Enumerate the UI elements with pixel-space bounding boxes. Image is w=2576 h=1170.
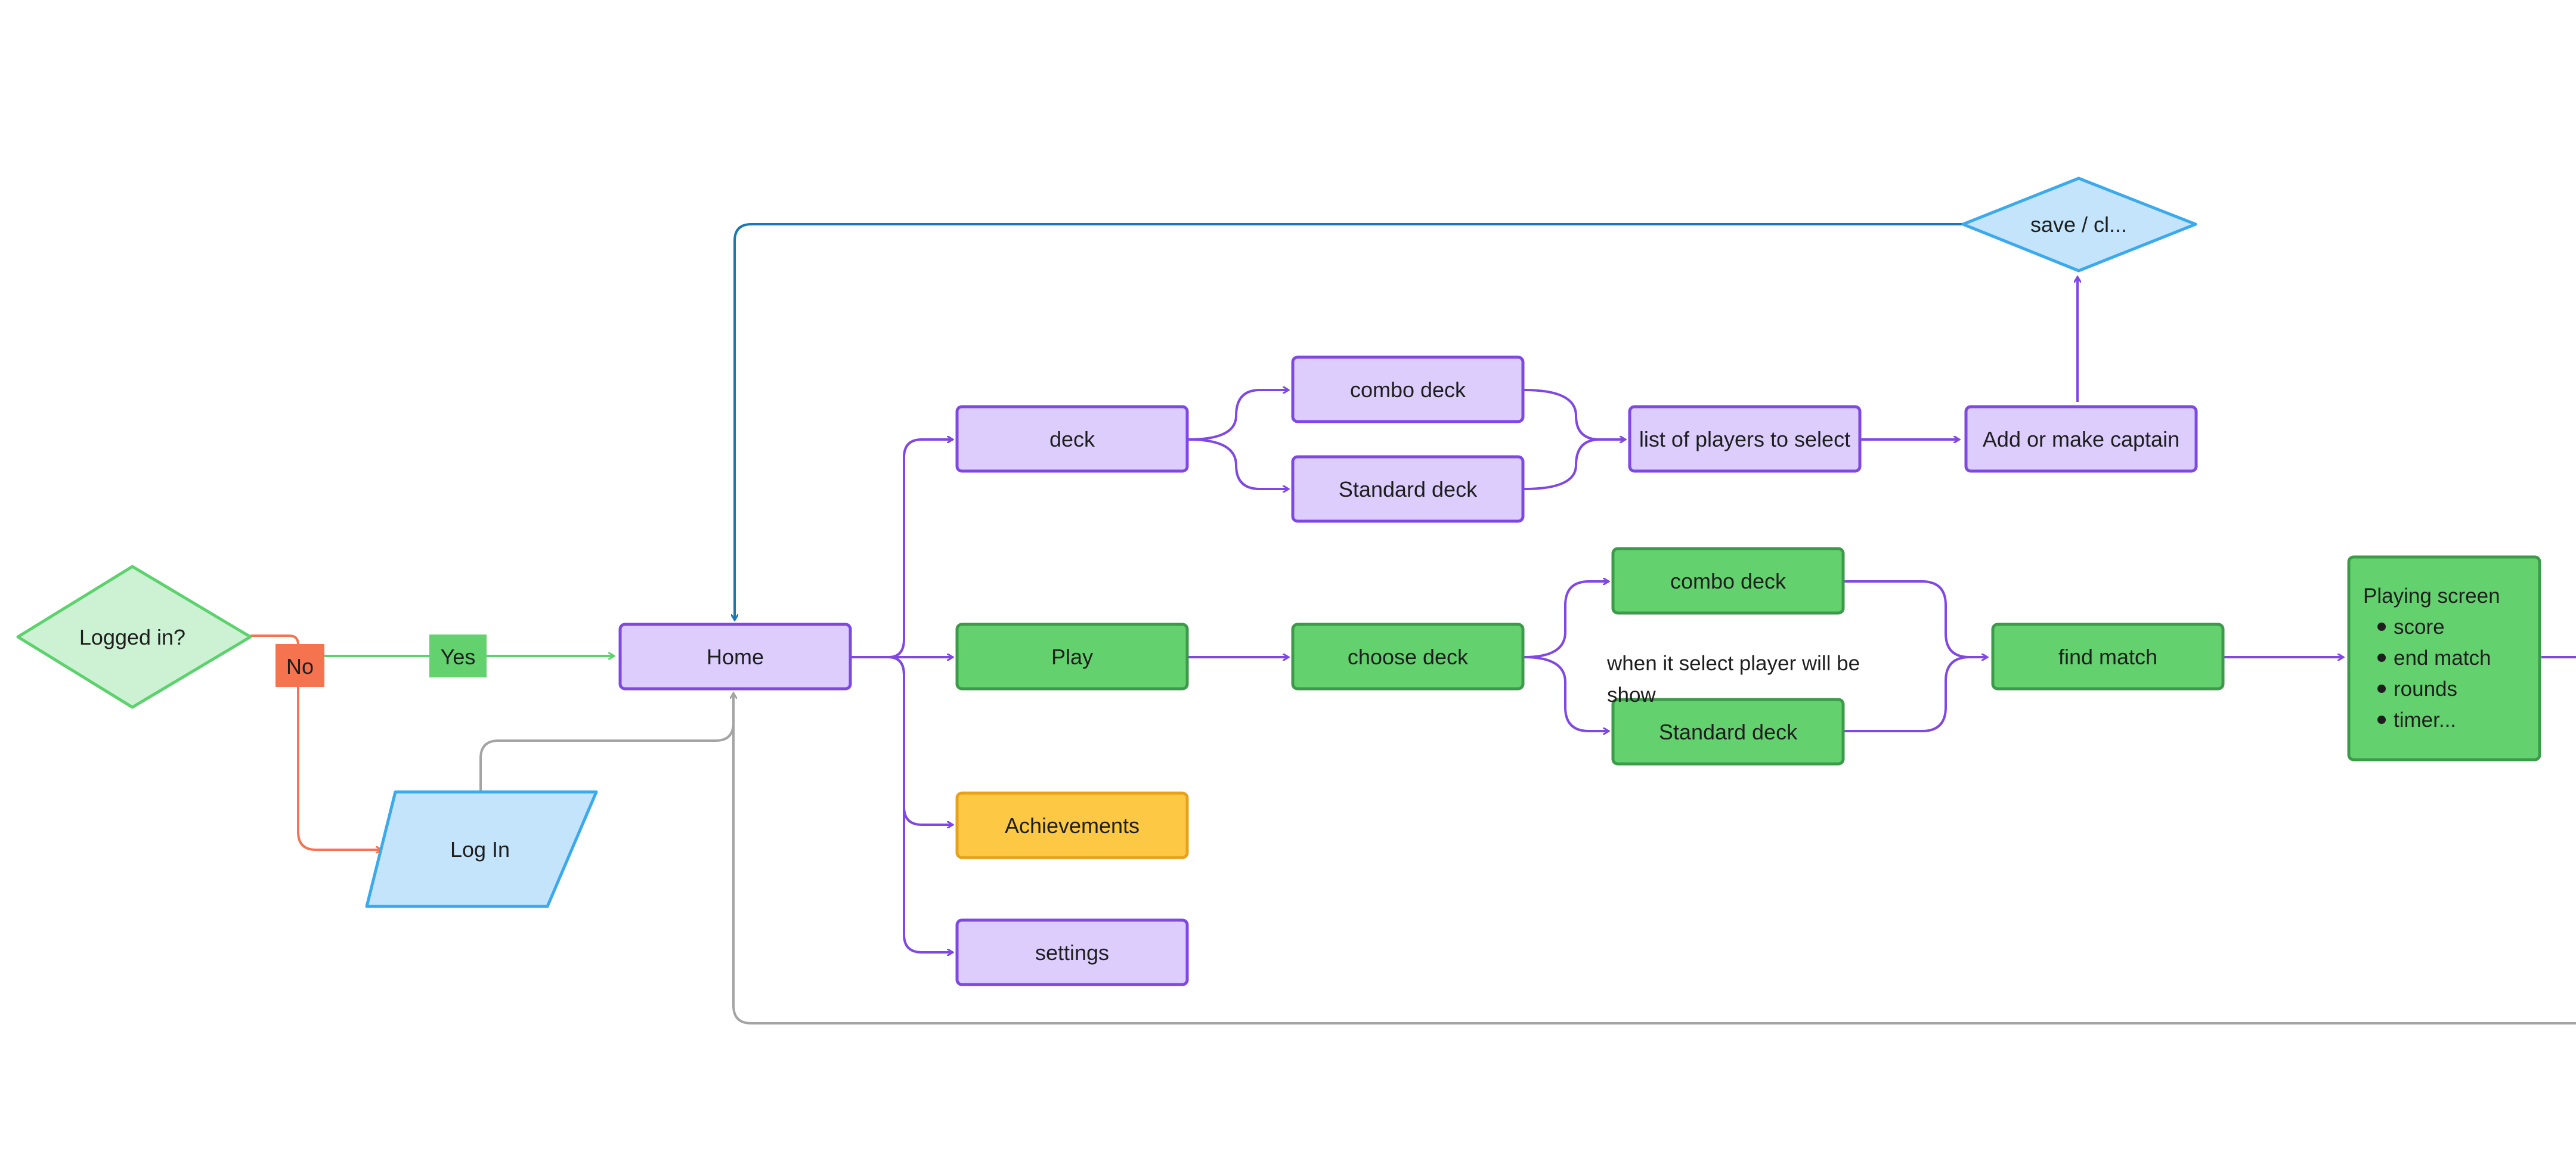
node-find-match-label: find match bbox=[2058, 645, 2157, 669]
bullet bbox=[2377, 685, 2386, 693]
node-combo-deck-bottom-label: combo deck bbox=[1670, 569, 1787, 593]
edge-standard-findmatch bbox=[1844, 656, 1970, 732]
bullet bbox=[2377, 654, 2386, 662]
node-deck[interactable]: deck bbox=[955, 405, 1189, 473]
decision-logged-in-label: Logged in? bbox=[79, 625, 185, 649]
edge-home-deck bbox=[888, 439, 953, 658]
note-line-2: show bbox=[1607, 683, 1656, 707]
edge-home-settings bbox=[888, 656, 953, 952]
edge-label-yes-text: Yes bbox=[441, 645, 476, 669]
node-choose-deck-label: choose deck bbox=[1348, 645, 1469, 669]
node-achievements-label: Achievements bbox=[1005, 813, 1140, 838]
node-play[interactable]: Play bbox=[955, 623, 1189, 691]
edge-home-achievements bbox=[888, 656, 953, 825]
node-log-in-label: Log In bbox=[450, 837, 510, 862]
edge-combo-list bbox=[1524, 389, 1626, 439]
node-combo-deck-top-label: combo deck bbox=[1350, 377, 1466, 402]
node-add-captain-label: Add or make captain bbox=[1983, 427, 2179, 451]
playing-screen-item: end match bbox=[2394, 646, 2491, 670]
bullet bbox=[2377, 623, 2386, 631]
edge-label-no-text: No bbox=[286, 654, 314, 679]
node-standard-deck-bottom-label: Standard deck bbox=[1659, 720, 1798, 744]
edge-save-home bbox=[735, 223, 1962, 620]
playing-screen-item: rounds bbox=[2394, 677, 2457, 701]
edge-login-home bbox=[479, 693, 733, 791]
node-home[interactable]: Home bbox=[618, 623, 852, 691]
node-play-label: Play bbox=[1051, 645, 1093, 669]
edge-deck-combo bbox=[1188, 390, 1289, 441]
edge-no-login bbox=[297, 686, 382, 850]
node-list-of-players-label: list of players to select bbox=[1639, 427, 1850, 451]
bullet bbox=[2377, 716, 2386, 724]
edge-choose-combo bbox=[1524, 581, 1609, 658]
edge-deck-standard bbox=[1188, 438, 1289, 489]
node-standard-deck-top-label: Standard deck bbox=[1339, 477, 1478, 502]
decision-save[interactable]: save / cl... bbox=[1961, 177, 2197, 273]
playing-screen-list: score end match rounds timer... bbox=[2377, 615, 2491, 732]
note-when-select-player: when it select player will be show bbox=[1606, 652, 1860, 707]
decision-logged-in[interactable]: Logged in? bbox=[16, 565, 252, 709]
playing-screen-title: Playing screen bbox=[2363, 584, 2500, 608]
node-standard-deck-top[interactable]: Standard deck bbox=[1291, 455, 1525, 523]
edge-standard-list bbox=[1524, 438, 1626, 490]
node-find-match[interactable]: find match bbox=[1991, 623, 2225, 691]
node-deck-label: deck bbox=[1049, 427, 1095, 451]
edge-combo-findmatch bbox=[1844, 580, 1987, 657]
edge-choose-standard bbox=[1524, 656, 1609, 731]
node-combo-deck-top[interactable]: combo deck bbox=[1291, 355, 1525, 423]
decision-save-label: save / cl... bbox=[2030, 212, 2127, 237]
node-choose-deck[interactable]: choose deck bbox=[1291, 623, 1525, 691]
playing-screen-item: timer... bbox=[2394, 708, 2456, 732]
node-list-of-players[interactable]: list of players to select bbox=[1628, 405, 1862, 473]
node-combo-deck-bottom[interactable]: combo deck bbox=[1611, 547, 1845, 615]
connectors bbox=[250, 223, 2576, 1024]
edge-playing-home-return bbox=[732, 693, 2576, 1024]
playing-screen-item: score bbox=[2394, 615, 2445, 639]
node-log-in[interactable]: Log In bbox=[365, 790, 598, 908]
edge-label-yes: Yes bbox=[429, 634, 487, 677]
node-achievements[interactable]: Achievements bbox=[955, 791, 1189, 859]
node-settings[interactable]: settings bbox=[955, 918, 1189, 986]
node-settings-label: settings bbox=[1035, 940, 1109, 965]
node-home-label: Home bbox=[707, 645, 764, 669]
edge-label-no: No bbox=[275, 644, 324, 687]
node-standard-deck-bottom[interactable]: Standard deck bbox=[1611, 698, 1845, 766]
node-add-captain[interactable]: Add or make captain bbox=[1964, 405, 2198, 473]
node-playing-screen[interactable]: Playing screen score end match rounds ti… bbox=[2347, 555, 2541, 762]
note-line-1: when it select player will be bbox=[1606, 652, 1860, 675]
